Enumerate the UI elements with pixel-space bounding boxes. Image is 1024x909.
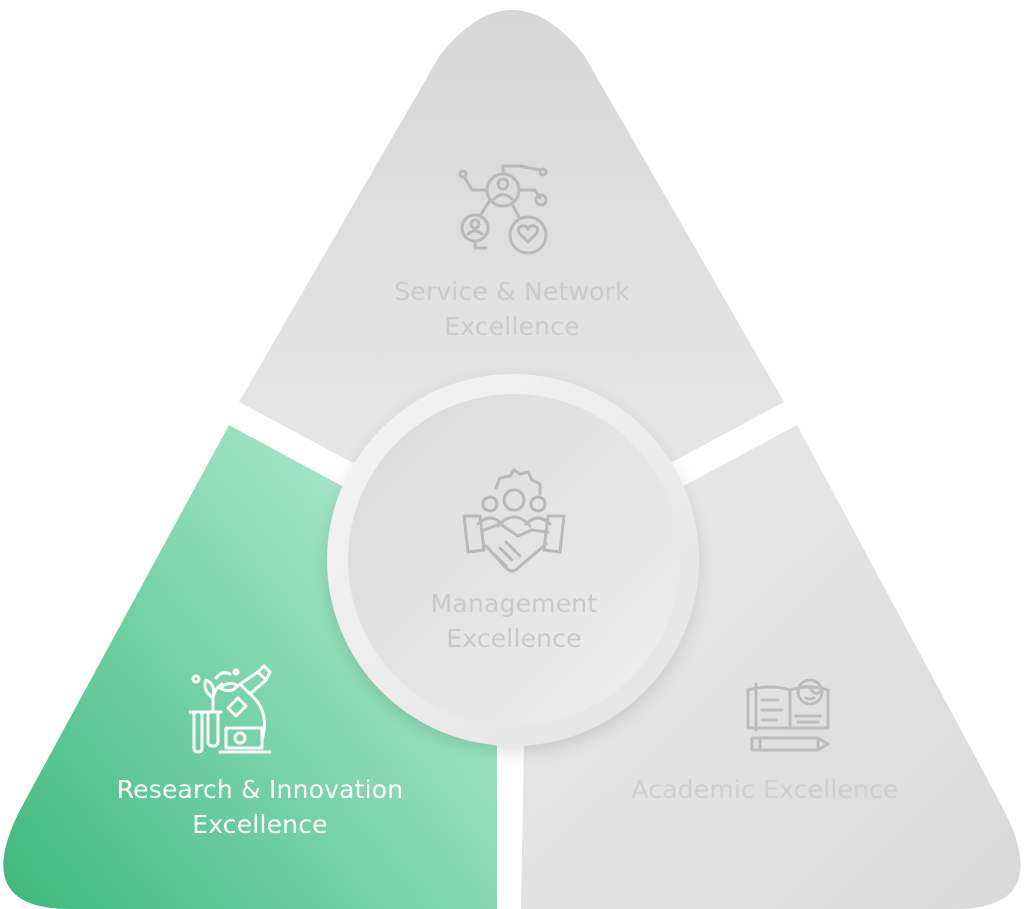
label-service-network-line2: Excellence <box>444 312 580 341</box>
label-research-innovation-line2: Excellence <box>192 810 328 839</box>
label-service-network: Service & Network Excellence <box>312 274 712 344</box>
label-academic-line1: Academic Excellence <box>631 775 899 804</box>
segment-service-network[interactable] <box>239 10 784 548</box>
label-management-line1: Management <box>430 589 598 618</box>
label-research-innovation: Research & Innovation Excellence <box>60 772 460 842</box>
research-lab-icon <box>188 664 272 754</box>
label-academic: Academic Excellence <box>565 772 965 807</box>
academic-book-icon <box>746 678 830 752</box>
service-network-icon <box>458 164 548 255</box>
management-handshake-icon <box>462 468 566 573</box>
label-management: Management Excellence <box>364 586 664 656</box>
label-research-innovation-line1: Research & Innovation <box>116 775 404 804</box>
label-management-line2: Excellence <box>446 624 582 653</box>
label-service-network-line1: Service & Network <box>394 277 630 306</box>
